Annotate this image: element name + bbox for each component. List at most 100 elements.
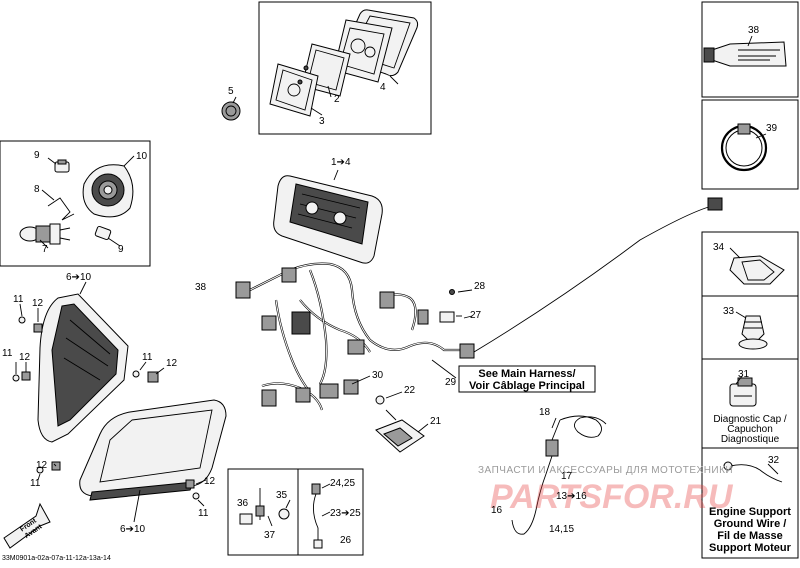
- callout-3: 3: [319, 116, 325, 127]
- callout-11-d: 11: [30, 478, 41, 489]
- rivet-33: [735, 311, 768, 350]
- headlight-left-upper: [37, 293, 129, 443]
- callout-12-b: 12: [19, 352, 31, 363]
- main-harness-note-line1: See Main Harness/: [478, 368, 575, 380]
- main-harness-note-line2: Voir Câblage Principal: [469, 380, 585, 392]
- diagnostic-cap-31: [729, 375, 757, 407]
- wiring-harness: [235, 262, 475, 411]
- callout-18: 18: [539, 407, 551, 418]
- spring-clip-8: [47, 197, 75, 221]
- callout-28: 28: [474, 281, 486, 292]
- callout-12-a: 12: [32, 298, 44, 309]
- gauge-bezel-3: [269, 63, 319, 117]
- nut-12-b: [21, 371, 31, 381]
- diagnostic-lead-wire: [473, 205, 713, 353]
- drawing-code: 33M0901a-02a-07a-11-12a-13a-14: [2, 555, 111, 562]
- instrument-cluster-assembly: [273, 175, 383, 264]
- callout-32: 32: [768, 455, 780, 466]
- callout-11-c: 11: [142, 352, 153, 363]
- screw-11-d: [36, 466, 44, 474]
- sealant-tube-box: [701, 1, 799, 98]
- watermark-logo: PARTSFOR.RU: [490, 478, 734, 516]
- callout-17: 17: [561, 471, 573, 482]
- ground-wire-box: [701, 447, 799, 559]
- callout-14-15: 14,15: [549, 524, 574, 535]
- nut-12-a: [33, 323, 43, 333]
- callout-12-e: 12: [204, 476, 216, 487]
- ground-note-line4: Support Moteur: [709, 542, 792, 554]
- callout-26: 26: [340, 535, 352, 546]
- push-clip-34: [729, 247, 785, 285]
- callout-16: 16: [491, 505, 503, 516]
- callout-12-d: 12: [36, 460, 48, 471]
- sensor-parts-36-37: [239, 488, 291, 527]
- ground-note-line3: Fil de Masse: [717, 530, 782, 542]
- front-direction-arrow: [3, 502, 51, 549]
- callout-1-4: 1➔4: [331, 157, 351, 168]
- nut-12-e: [185, 479, 195, 489]
- socket-9-top: [54, 159, 70, 173]
- tie-strap-39: [720, 123, 768, 172]
- diag-cap-note-line1: Diagnostic Cap /: [713, 414, 787, 425]
- fuse-holder-27: [439, 311, 462, 323]
- sealant-tube-38: [703, 35, 787, 67]
- callout-39: 39: [766, 123, 778, 134]
- callout-10: 10: [136, 151, 148, 162]
- headlight-bulb-box: [0, 140, 151, 267]
- callout-23-25: 23➔25: [330, 508, 361, 519]
- screw-11-e: [192, 492, 200, 500]
- callout-11-b: 11: [2, 348, 13, 359]
- diag-cap-note-line2: Capuchon: [727, 424, 773, 435]
- callout-7: 7: [42, 244, 48, 255]
- callout-9-bottom: 9: [118, 244, 124, 255]
- screw-11-c: [132, 370, 140, 378]
- ground-note-line2: Ground Wire /: [714, 518, 787, 530]
- socket-9-bottom: [94, 225, 112, 241]
- callout-8: 8: [34, 184, 40, 195]
- callout-33: 33: [723, 306, 735, 317]
- nut-22: [375, 395, 385, 405]
- headlight-right-lower: [79, 399, 227, 501]
- callout-13-16: 13➔16: [556, 491, 587, 502]
- callout-11-e: 11: [198, 508, 209, 519]
- callout-2: 2: [334, 94, 340, 105]
- screw-11-a: [18, 316, 26, 324]
- nut-28: [449, 289, 455, 295]
- tie-strap-box: [701, 99, 799, 190]
- callout-38-main: 38: [195, 282, 207, 293]
- coiled-cord-18: [511, 415, 607, 535]
- diag-cap-note-line3: Diagnostique: [721, 434, 780, 445]
- callout-29: 29: [445, 377, 457, 388]
- callout-4: 4: [380, 82, 386, 93]
- module-21: [375, 409, 425, 453]
- main-harness-note-box: [458, 365, 596, 393]
- callout-27: 27: [470, 310, 482, 321]
- callout-22: 22: [404, 385, 416, 396]
- bulb-7: [19, 223, 71, 245]
- diagnostic-connector: [707, 197, 723, 211]
- callout-34: 34: [713, 242, 725, 253]
- ground-note-line1: Engine Support: [709, 506, 791, 518]
- gauge-knob-5: [221, 101, 241, 121]
- ground-wire-32: [729, 464, 783, 483]
- callout-36: 36: [237, 498, 249, 509]
- callout-9-top: 9: [34, 150, 40, 161]
- callout-6-10-top: 6➔10: [66, 272, 92, 283]
- callout-31: 31: [738, 369, 750, 380]
- headlight-reflector-10: [82, 164, 134, 218]
- callout-11-a: 11: [13, 294, 24, 305]
- screw-11-b: [12, 374, 20, 382]
- callout-6-10-bottom: 6➔10: [120, 524, 146, 535]
- clip-12-c: [147, 371, 159, 383]
- sensor-cable-box: [297, 468, 364, 556]
- watermark-text: ЗАПЧАСТИ И АКСЕССУАРЫ ДЛЯ МОТОТЕХНИКИ: [478, 465, 733, 476]
- gauge-parts-box: [258, 1, 432, 135]
- sensor-cable-23-26: [311, 483, 331, 549]
- callout-30: 30: [372, 370, 384, 381]
- callout-21: 21: [430, 416, 442, 427]
- callout-24-25: 24,25: [330, 478, 355, 489]
- callout-38-box: 38: [748, 25, 760, 36]
- callout-35: 35: [276, 490, 288, 501]
